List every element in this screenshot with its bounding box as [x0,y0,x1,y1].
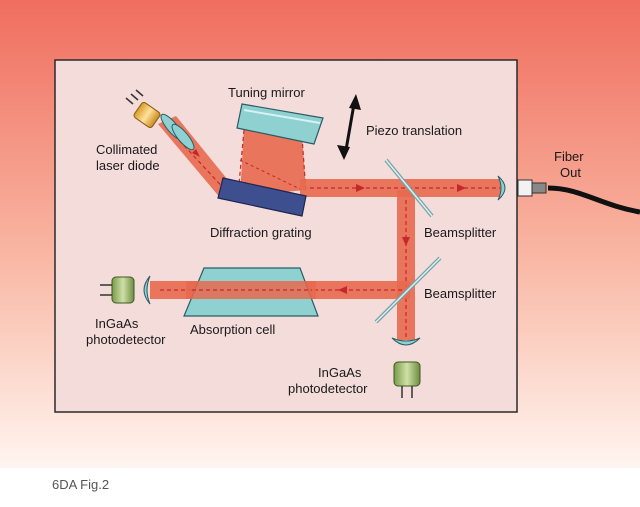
label-ingaas-left-line2: photodetector [86,332,166,347]
label-absorption-cell: Absorption cell [190,322,275,337]
left-detector-lens [143,275,151,305]
absorption-cell [183,267,319,317]
label-beamsplitter-upper: Beamsplitter [424,225,497,240]
bottom-photodetector [393,361,421,398]
label-collimated-line2: laser diode [96,158,160,173]
label-ingaas-bottom-line1: InGaAs [318,365,362,380]
label-beamsplitter-lower: Beamsplitter [424,286,497,301]
collimating-lens [160,113,195,151]
label-piezo-translation: Piezo translation [366,123,462,138]
fiber-cable [547,185,640,215]
diffraction-grating [217,177,307,217]
label-collimated-line1: Collimated [96,142,157,157]
left-photodetector [100,276,135,304]
bottom-detector-lens [391,337,421,346]
fiber-lens [497,175,506,201]
fiber-connector [517,179,547,197]
label-fiber-line2: Out [560,165,581,180]
figure-caption: 6DA Fig.2 [52,477,109,492]
label-ingaas-left-line1: InGaAs [95,316,139,331]
tuning-mirror [236,103,324,145]
piezo-translation-arrow [337,94,361,160]
label-diffraction-grating: Diffraction grating [210,225,312,240]
beam-grating-to-mirror [240,128,306,196]
label-fiber-line1: Fiber [554,149,584,164]
label-tuning-mirror: Tuning mirror [228,85,305,100]
laser-diode [125,89,161,129]
label-ingaas-bottom-line2: photodetector [288,381,368,396]
